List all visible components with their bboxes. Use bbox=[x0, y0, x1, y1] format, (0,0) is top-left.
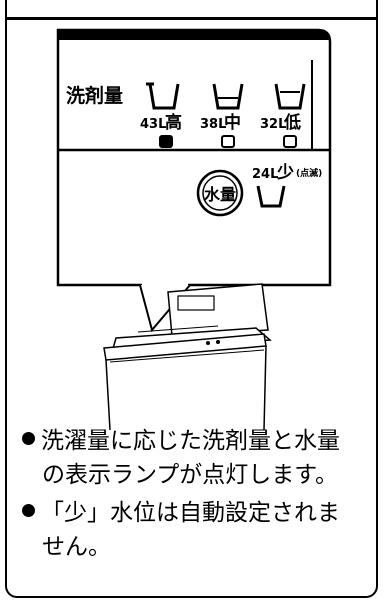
illustration-frame bbox=[5, 0, 378, 598]
note-1-line-2: の表示ランプが点灯します。 bbox=[42, 462, 339, 488]
note-2-line-2: せん。 bbox=[42, 534, 111, 560]
detergent-label: 洗剤量 bbox=[66, 84, 123, 107]
level-medium-volume: 38L bbox=[200, 117, 226, 132]
level-low-volume: 32L bbox=[260, 117, 286, 132]
level-medium-label: 中 bbox=[224, 112, 241, 133]
cup-icon-high bbox=[146, 82, 180, 110]
lamp-medium bbox=[221, 135, 235, 148]
low-water-volume: 24L bbox=[252, 167, 278, 182]
control-panel-zoom bbox=[56, 28, 332, 287]
lamp-low bbox=[283, 135, 297, 148]
cup-icon-small bbox=[256, 185, 286, 208]
level-high-volume: 43L bbox=[140, 117, 166, 132]
lamp-high bbox=[159, 135, 173, 148]
low-water-note: (点滅) bbox=[296, 167, 322, 179]
washing-machine-illustration bbox=[103, 283, 272, 431]
level-high-label: 高 bbox=[165, 112, 182, 133]
bullet-icon bbox=[22, 432, 35, 445]
note-2: 「少」水位は自動設定されま bbox=[22, 496, 340, 530]
low-water-level: 少 bbox=[276, 163, 294, 183]
level-low-label: 低 bbox=[283, 112, 301, 133]
water-volume-button[interactable]: 水量 bbox=[196, 169, 244, 217]
water-volume-button-label: 水量 bbox=[204, 185, 236, 204]
note-1-line-1: 洗濯量に応じた洗剤量と水量 bbox=[41, 428, 340, 454]
top-rule bbox=[5, 17, 378, 20]
cup-icon-medium bbox=[212, 83, 244, 110]
cup-icon-low bbox=[274, 83, 306, 110]
note-2-line-1: 「少」水位は自動設定されま bbox=[41, 500, 340, 526]
bullet-icon bbox=[22, 504, 35, 517]
note-1: 洗濯量に応じた洗剤量と水量 bbox=[22, 424, 340, 458]
